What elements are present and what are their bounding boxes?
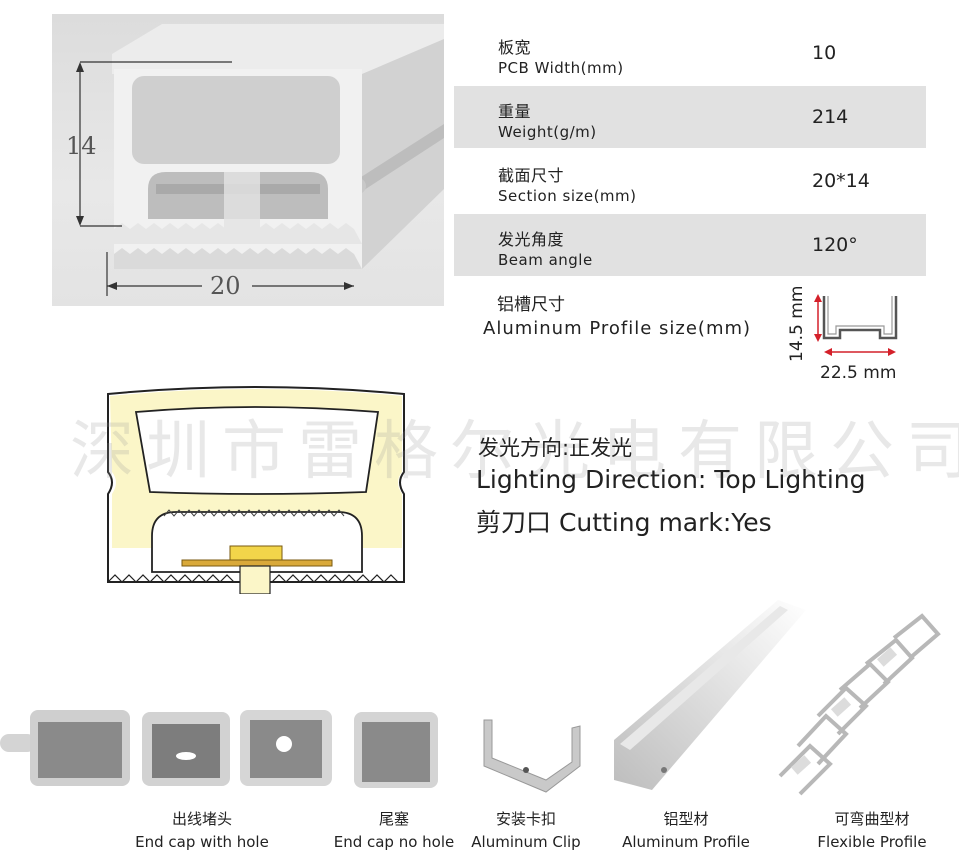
spec-label-en: Beam angle — [498, 251, 593, 269]
lighting-direction-cn: 发光方向:正发光 — [478, 436, 633, 460]
spec-value: 120° — [812, 234, 858, 256]
spec-value: 10 — [812, 42, 837, 64]
spec-label-cn: 板宽 — [498, 38, 532, 57]
accessory-label-cn: 安装卡扣 — [495, 810, 556, 828]
upper-cavity — [134, 406, 380, 495]
accessory-aluminum-profile-image — [608, 590, 808, 800]
profile-upper-cavity — [132, 76, 340, 164]
aluminum-height-label: 14.5 mm — [787, 286, 807, 362]
spec-label-cn: 截面尺寸 — [498, 166, 565, 185]
accessory-label-cn: 铝型材 — [663, 810, 709, 828]
accessory-label-cn: 可弯曲型材 — [834, 810, 910, 828]
spec-label-cn: 重量 — [498, 102, 532, 121]
lighting-direction-en: Lighting Direction: Top Lighting — [476, 465, 866, 494]
spec-value: 214 — [812, 106, 849, 128]
accessory-label-en: Flexible Profile — [817, 833, 927, 851]
accessory-label-en: Aluminum Clip — [471, 833, 581, 851]
accessory-label-cn: 尾塞 — [378, 810, 409, 828]
lower-cavity — [151, 511, 363, 573]
accessory-label-en: End cap no hole — [333, 833, 455, 851]
spec-row-section-size: 截面尺寸 Section size(mm) 20*14 — [454, 150, 926, 212]
cutting-mark: 剪刀口 Cutting mark:Yes — [476, 508, 772, 537]
accessory-label-cn: 出线堵头 — [171, 810, 232, 828]
spec-row-beam-angle: 发光角度 Beam angle 120° — [454, 214, 926, 276]
spec-label-en: Section size(mm) — [498, 187, 637, 205]
spec-label-en: Weight(g/m) — [498, 123, 597, 141]
aluminum-size-label-en: Aluminum Profile size(mm) — [483, 318, 752, 339]
company-watermark: 深圳市雷格尔光电有限公司 — [70, 415, 959, 489]
accessory-flexible-profile-image — [770, 596, 955, 796]
pcb-board — [181, 559, 333, 567]
cross-section-diagram — [104, 386, 410, 595]
spec-label-cn: 发光角度 — [498, 230, 565, 249]
accessory-label-en: End cap with hole — [135, 833, 269, 851]
profile-3d-render: 14 20 — [52, 14, 444, 306]
aluminum-size-label-cn: 铝槽尺寸 — [497, 295, 565, 315]
height-dimension-label: 14 — [66, 132, 97, 160]
spec-value: 20*14 — [812, 170, 870, 192]
accessory-label-en: Aluminum Profile — [622, 833, 750, 851]
spec-row-pcb-width: 板宽 PCB Width(mm) 10 — [454, 22, 926, 84]
aluminum-profile-diagram: 14.5 mm 22.5 mm — [784, 280, 914, 383]
width-dimension-label: 20 — [210, 272, 241, 300]
accessory-aluminum-clip-image — [476, 716, 586, 798]
aluminum-width-label: 22.5 mm — [820, 363, 896, 380]
profile-groove — [358, 124, 444, 194]
accessory-end-cap-no-hole-image — [350, 708, 442, 790]
accessory-end-cap-with-hole-image — [0, 700, 335, 795]
spec-row-weight: 重量 Weight(g/m) 214 — [454, 86, 926, 148]
led-chip — [229, 545, 283, 561]
spec-label-en: PCB Width(mm) — [498, 59, 624, 77]
